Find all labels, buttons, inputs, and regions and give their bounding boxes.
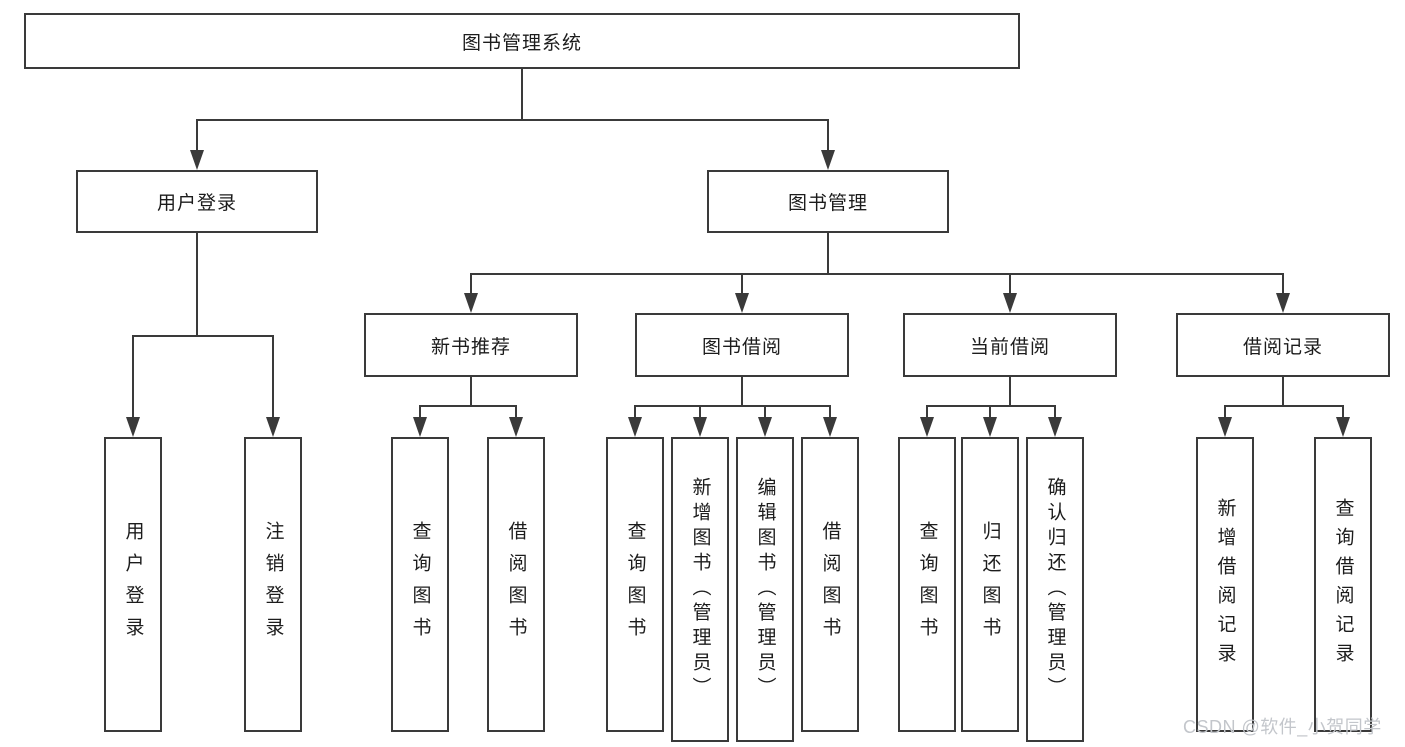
node-library-system: 图书管理系统 [24,13,1020,69]
connector-line [1009,273,1011,295]
leaf-logout: 注销登录 [244,437,302,732]
arrowhead [758,417,772,437]
arrowhead [821,150,835,170]
connector-line [521,69,523,121]
arrowhead [920,417,934,437]
leaf-borrow-books: 借阅图书 [801,437,859,732]
connector-line [1282,377,1284,407]
leaf-return-book: 归还图书 [961,437,1019,732]
connector-line [515,405,517,419]
leaf-add-book-admin: 新增图书（管理员） [671,437,729,742]
arrowhead [1276,293,1290,313]
connector-line [196,119,829,121]
leaf-edit-book-admin: 编辑图书（管理员） [736,437,794,742]
leaf-confirm-return-admin: 确认归还（管理员） [1026,437,1084,742]
arrowhead [509,417,523,437]
leaf-query-borrow-record: 查询借阅记录 [1314,437,1372,732]
connector-line [196,233,198,337]
connector-line [132,335,134,419]
connector-line [926,405,928,419]
arrowhead [628,417,642,437]
arrowhead [190,150,204,170]
connector-line [1054,405,1056,419]
leaf-user-login: 用户登录 [104,437,162,732]
connector-line [1009,377,1011,407]
connector-line [634,405,636,419]
connector-line [1282,273,1284,295]
node-user-login: 用户登录 [76,170,318,233]
connector-line [741,273,743,295]
connector-line [1224,405,1226,419]
connector-line [926,405,1056,407]
arrowhead [1336,417,1350,437]
connector-line [989,405,991,419]
leaf-query-books: 查询图书 [898,437,956,732]
leaf-borrow-books: 借阅图书 [487,437,545,732]
node-borrowing-records: 借阅记录 [1176,313,1390,377]
arrowhead [126,417,140,437]
arrowhead [464,293,478,313]
connector-line [1342,405,1344,419]
connector-line [470,377,472,407]
connector-line [419,405,421,419]
connector-line [699,405,701,419]
watermark: CSDN @软件_小贺同学 [1183,717,1382,737]
connector-line [470,273,472,295]
arrowhead [735,293,749,313]
connector-line [272,335,274,419]
leaf-query-books: 查询图书 [606,437,664,732]
connector-line [827,233,829,275]
connector-line [764,405,766,419]
connector-line [470,273,1284,275]
connector-line [829,405,831,419]
node-book-borrowing: 图书借阅 [635,313,849,377]
arrowhead [983,417,997,437]
connector-line [132,335,274,337]
arrowhead [1048,417,1062,437]
connector-line [196,119,198,152]
leaf-query-books: 查询图书 [391,437,449,732]
leaf-add-borrow-record: 新增借阅记录 [1196,437,1254,732]
node-book-management: 图书管理 [707,170,949,233]
arrowhead [823,417,837,437]
node-new-book-recommend: 新书推荐 [364,313,578,377]
arrowhead [693,417,707,437]
arrowhead [413,417,427,437]
connector-line [634,405,831,407]
arrowhead [1003,293,1017,313]
connector-line [741,377,743,407]
arrowhead [266,417,280,437]
arrowhead [1218,417,1232,437]
node-current-borrowing: 当前借阅 [903,313,1117,377]
connector-line [419,405,517,407]
connector-line [827,119,829,152]
connector-line [1224,405,1344,407]
